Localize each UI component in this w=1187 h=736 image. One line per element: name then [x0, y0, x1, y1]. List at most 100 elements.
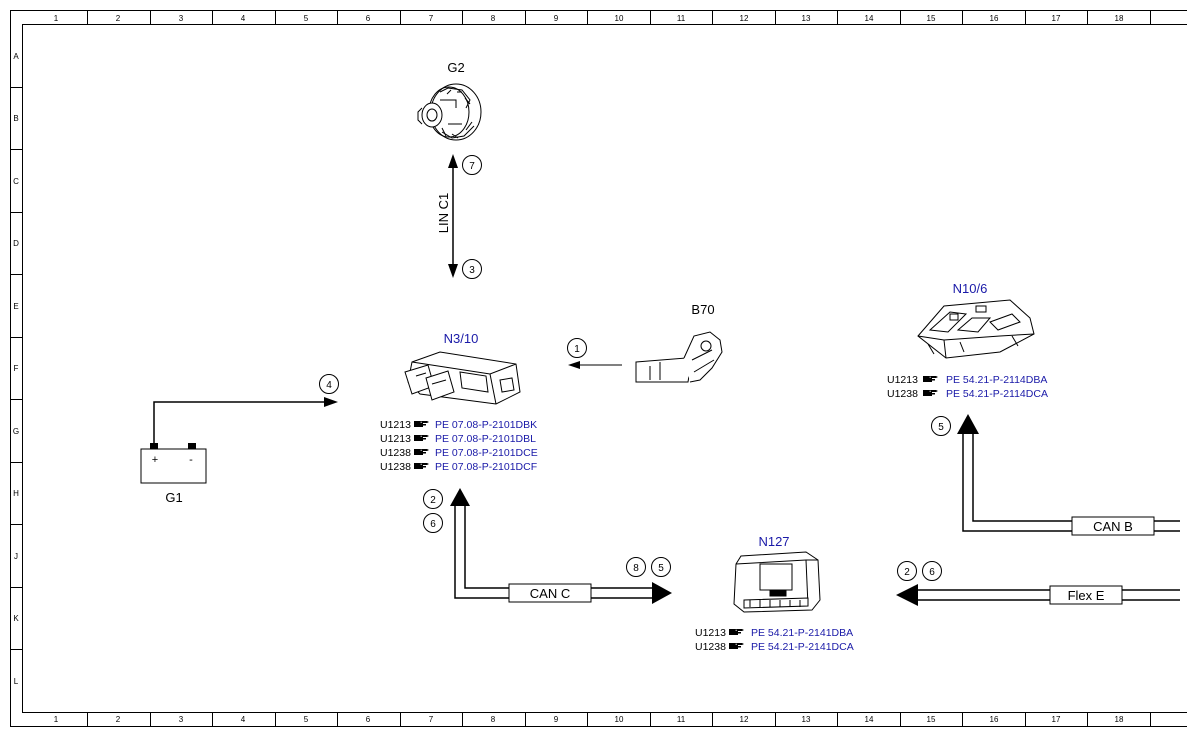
grid-row-label: E [13, 302, 18, 311]
grid-col-label: 12 [740, 715, 749, 724]
n3-10-reference-list: U1213 PE 07.08-P-2101DBK U1213 PE 07.08-… [380, 419, 538, 473]
svg-text:4: 4 [326, 380, 332, 391]
battery-minus: - [189, 454, 193, 466]
n127-label[interactable]: N127 [758, 534, 789, 549]
svg-text:5: 5 [658, 563, 664, 574]
grid-col-label: 9 [554, 14, 559, 23]
grid-row-ticks [10, 87, 22, 650]
pointing-hand-icon [728, 628, 745, 636]
ref-link[interactable]: PE 07.08-P-2101DCF [435, 461, 537, 473]
grid-col-label: 8 [491, 715, 496, 724]
engine-control-unit-icon[interactable] [404, 351, 521, 405]
grid-col-label: 8 [491, 14, 496, 23]
b70-signal-arrow [568, 361, 622, 369]
g1-supply-line [153, 397, 338, 443]
grid-column-labels-bottom: 1 2 3 4 5 6 7 8 9 10 11 12 13 14 15 16 1… [54, 715, 1124, 724]
ref-code: U1213 [380, 433, 411, 445]
can-c-label-box [508, 583, 592, 603]
grid-row-labels: A B C D E F G H J K L [13, 52, 19, 686]
grid-col-label: 5 [304, 14, 309, 23]
grid-col-label: 15 [927, 14, 936, 23]
n3-10-label[interactable]: N3/10 [444, 331, 479, 346]
svg-text:7: 7 [469, 161, 475, 172]
marker-circle: 7 [462, 155, 482, 175]
grid-col-label: 15 [927, 715, 936, 724]
grid-row-label: A [13, 52, 19, 61]
b70-label: B70 [691, 302, 714, 317]
grid-col-label: 10 [615, 14, 624, 23]
grid-row-label: J [14, 552, 18, 561]
grid-col-label: 4 [241, 715, 246, 724]
flex-e-label: Flex E [1068, 588, 1105, 603]
can-b-label-box [1071, 516, 1155, 536]
marker-circle: 1 [567, 338, 587, 358]
grid-col-label: 10 [615, 715, 624, 724]
grid-col-label: 18 [1115, 14, 1124, 23]
pointing-hand-icon [413, 434, 430, 442]
marker-circle: 3 [462, 259, 482, 279]
pointing-hand-icon [413, 420, 430, 428]
ref-link[interactable]: PE 54.21-P-2141DCA [751, 641, 854, 653]
battery-plus: + [152, 454, 158, 466]
grid-col-label: 18 [1115, 715, 1124, 724]
grid-col-label: 14 [865, 715, 874, 724]
can-b-bus [957, 414, 1180, 532]
alternator-icon[interactable] [417, 83, 482, 141]
grid-col-label: 12 [740, 14, 749, 23]
pointing-hand-icon [922, 375, 939, 383]
grid-col-label: 7 [429, 14, 434, 23]
grid-col-label: 1 [54, 14, 59, 23]
sam-control-unit-icon[interactable] [917, 299, 1035, 359]
grid-row-label: G [13, 427, 19, 436]
grid-col-label: 1 [54, 715, 59, 724]
grid-col-label: 7 [429, 715, 434, 724]
can-c-label: CAN C [530, 586, 570, 601]
ref-link[interactable]: PE 07.08-P-2101DBL [435, 433, 536, 445]
ref-code: U1238 [887, 388, 918, 400]
marker-circle: 5 [931, 416, 951, 436]
grid-row-label: K [13, 614, 19, 623]
grid-col-label: 17 [1052, 14, 1061, 23]
ref-link[interactable]: PE 07.08-P-2101DCE [435, 447, 538, 459]
lin-c1-label: LIN C1 [436, 193, 451, 233]
svg-text:2: 2 [430, 495, 436, 506]
n10-6-label[interactable]: N10/6 [953, 281, 988, 296]
svg-text:8: 8 [633, 563, 639, 574]
battery-icon[interactable]: + - [140, 443, 207, 484]
svg-text:6: 6 [929, 567, 935, 578]
marker-circle: 8 [626, 557, 646, 577]
grid-col-label: 2 [116, 715, 121, 724]
pointing-hand-icon [413, 462, 430, 470]
ref-code: U1238 [695, 641, 726, 653]
can-b-label: CAN B [1093, 519, 1133, 534]
grid-col-label: 6 [366, 715, 371, 724]
grid-col-label: 6 [366, 14, 371, 23]
marker-circle: 6 [922, 561, 942, 581]
ref-code: U1238 [380, 461, 411, 473]
grid-col-label: 3 [179, 14, 184, 23]
g1-label: G1 [165, 490, 182, 505]
grid-row-label: L [14, 677, 19, 686]
ref-link[interactable]: PE 54.21-P-2114DBA [946, 374, 1047, 386]
drawing-frame [10, 10, 1187, 727]
grid-row-label: H [13, 489, 19, 498]
powertrain-control-unit-icon[interactable] [733, 551, 821, 613]
crankshaft-sensor-icon[interactable] [635, 331, 723, 383]
flex-e-label-box [1049, 585, 1123, 605]
ref-code: U1213 [695, 627, 726, 639]
grid-col-label: 4 [241, 14, 246, 23]
ref-link[interactable]: PE 07.08-P-2101DBK [435, 419, 537, 431]
ref-code: U1213 [380, 419, 411, 431]
pointing-hand-icon [922, 389, 939, 397]
svg-text:6: 6 [430, 519, 436, 530]
grid-column-labels-top: 1 2 3 4 5 6 7 8 9 10 11 12 13 14 15 16 1… [54, 14, 1124, 23]
grid-col-label: 11 [677, 14, 686, 23]
can-c-bus [450, 488, 672, 604]
grid-column-ticks [87, 10, 1151, 726]
grid-row-label: B [13, 114, 18, 123]
flex-e-bus [896, 584, 1180, 606]
grid-col-label: 14 [865, 14, 874, 23]
ref-link[interactable]: PE 54.21-P-2114DCA [946, 388, 1048, 400]
ref-link[interactable]: PE 54.21-P-2141DBA [751, 627, 853, 639]
